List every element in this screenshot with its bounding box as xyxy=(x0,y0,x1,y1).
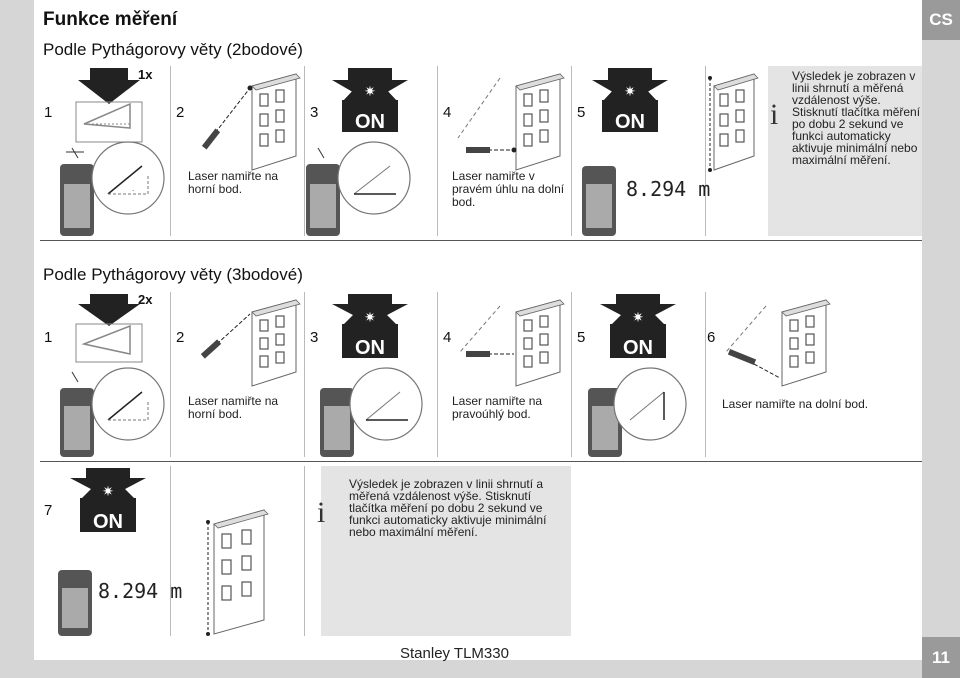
language-tab: CS xyxy=(922,0,960,40)
press-count-label: 1x xyxy=(138,67,153,82)
on-button-illustration: ✷ ON xyxy=(588,294,687,457)
svg-text:✷: ✷ xyxy=(632,309,644,325)
step-number: 3 xyxy=(310,104,319,121)
svg-text:✷: ✷ xyxy=(102,483,114,499)
column-divider xyxy=(571,66,572,236)
step-number: 4 xyxy=(443,104,452,121)
info-icon: i xyxy=(317,496,326,529)
on-button-illustration: ✷ ON xyxy=(320,294,423,457)
svg-text:✷: ✷ xyxy=(624,83,636,99)
section-divider xyxy=(40,240,922,241)
result-display-illustration: ✷ ON 8.294 m xyxy=(58,468,182,636)
building-illustration xyxy=(201,73,301,171)
svg-text:ON: ON xyxy=(93,511,123,533)
bottom-margin-bar xyxy=(34,660,922,678)
measured-building-illustration xyxy=(206,509,269,636)
right-margin-bar xyxy=(922,0,960,678)
section2-title: Podle Pythágorovy věty (3bodové) xyxy=(43,265,303,284)
result-display-value: 8.294 m xyxy=(98,579,182,603)
section-divider xyxy=(40,461,922,462)
building-illustration xyxy=(725,299,831,387)
info-text: Výsledek je zobrazen v linii shrnutí a m… xyxy=(349,477,547,539)
section1-title: Podle Pythágorovy věty (2bodové) xyxy=(43,40,303,59)
column-divider xyxy=(170,292,171,457)
column-divider xyxy=(304,466,305,636)
column-divider xyxy=(437,66,438,236)
result-display-illustration: ✷ ON 8.294 m xyxy=(582,68,710,236)
step-number: 5 xyxy=(577,329,586,346)
step-number: 1 xyxy=(44,329,53,346)
info-box: Výsledek je zobrazen v linii shrnutí a m… xyxy=(321,466,571,636)
footer-model: Stanley TLM330 xyxy=(400,645,509,662)
building-illustration xyxy=(459,299,565,387)
step-number: 2 xyxy=(176,329,185,346)
column-divider xyxy=(571,292,572,457)
info-text: Výsledek je zobrazen v linii shrnutí a m… xyxy=(792,69,921,167)
column-divider xyxy=(437,292,438,457)
building-illustration xyxy=(200,299,301,387)
svg-text:ON: ON xyxy=(615,111,645,133)
step-number: 6 xyxy=(707,329,716,346)
step-number: 3 xyxy=(310,329,319,346)
info-box: Výsledek je zobrazen v linii shrnutí a m… xyxy=(768,66,922,236)
info-icon: i xyxy=(770,98,779,131)
function-button-illustration: . xyxy=(60,68,165,236)
column-divider xyxy=(304,292,305,457)
svg-text:✷: ✷ xyxy=(364,309,376,325)
building-illustration xyxy=(457,73,565,171)
measured-building-illustration xyxy=(708,73,759,172)
function-button-illustration xyxy=(60,294,165,457)
press-count-label: 2x xyxy=(138,292,153,307)
column-divider xyxy=(170,466,171,636)
on-button-illustration: ✷ ON xyxy=(306,68,411,236)
step-caption: Laser namiřte na horní bod. xyxy=(188,394,279,421)
page-number: 11 xyxy=(922,637,960,678)
step-number: 5 xyxy=(577,104,586,121)
result-display-value: 8.294 m xyxy=(626,177,710,201)
step-caption: Laser namiřte na horní bod. xyxy=(188,169,279,196)
column-divider xyxy=(705,66,706,236)
svg-text:✷: ✷ xyxy=(364,83,376,99)
step-number: 4 xyxy=(443,329,452,346)
step-number: 7 xyxy=(44,502,53,519)
step-number: 1 xyxy=(44,104,53,121)
step-caption: Laser namiřte v pravém úhlu na dolní bod… xyxy=(452,169,565,209)
svg-text:ON: ON xyxy=(623,337,653,359)
step-caption: Laser namiřte na dolní bod. xyxy=(722,397,869,411)
step-caption: Laser namiřte na pravoúhlý bod. xyxy=(452,394,543,421)
on-label: ON xyxy=(355,337,385,359)
column-divider xyxy=(170,66,171,236)
column-divider xyxy=(705,292,706,457)
page-title: Funkce měření xyxy=(43,9,178,30)
column-divider xyxy=(304,66,305,236)
on-label: ON xyxy=(355,111,385,133)
step-number: 2 xyxy=(176,104,185,121)
svg-text:.: . xyxy=(132,184,134,193)
left-margin-bar xyxy=(0,0,34,678)
